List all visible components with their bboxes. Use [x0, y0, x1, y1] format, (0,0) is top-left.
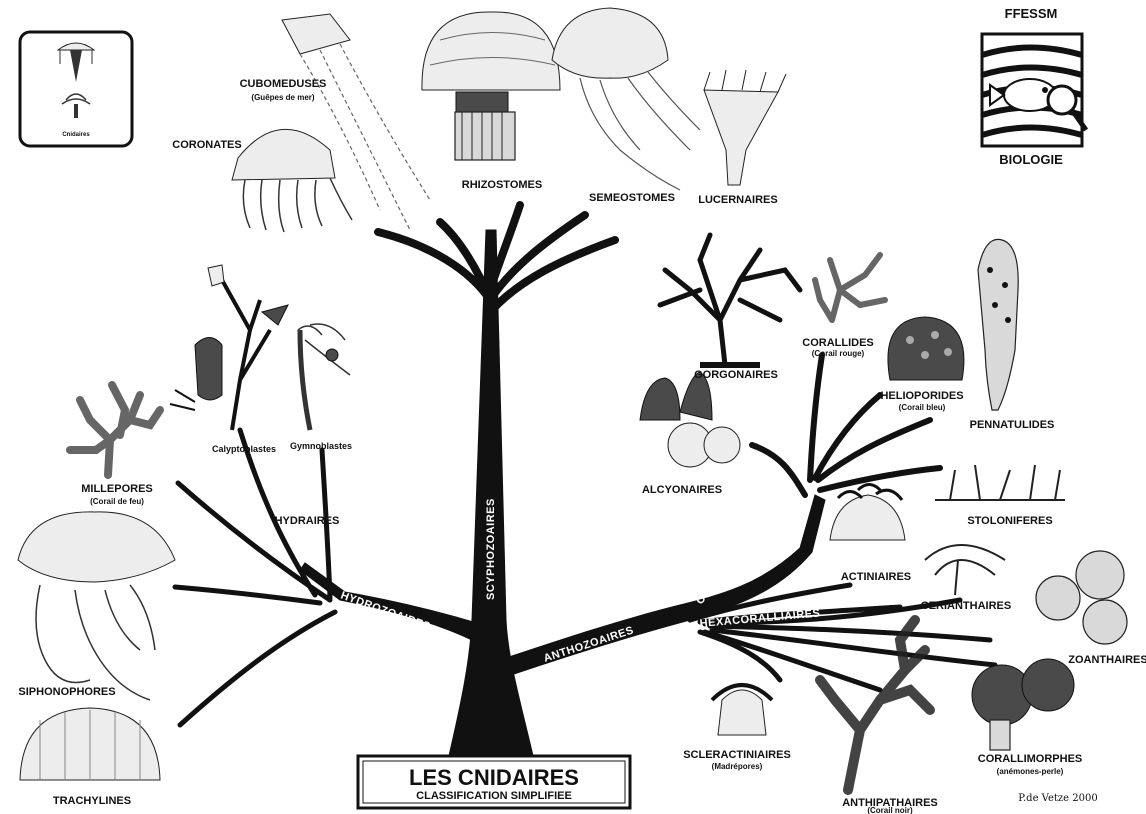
label-corallimorphes: CORALLIMORPHES	[978, 753, 1083, 765]
label-rhizostomes: RHIZOSTOMES	[462, 179, 542, 191]
pennatulides-illustration	[978, 239, 1018, 410]
label-helioporides: HELIOPORIDES	[880, 390, 963, 402]
label-alcyonaires: ALCYONAIRES	[642, 484, 722, 496]
gymnoblastes-illustration	[298, 324, 350, 430]
legend-box: Cnidaires	[20, 32, 132, 146]
label-trachylines: TRACHYLINES	[53, 795, 131, 807]
scleractiniaires-illustration	[712, 685, 772, 735]
helioporides-illustration	[888, 317, 964, 380]
label-scleractiniaires: SCLERACTINIAIRES	[683, 749, 791, 761]
trachylines-illustration	[20, 708, 160, 780]
signature: P.de Vetze 2000	[1018, 793, 1097, 804]
ffessm-logo: FFESSM BIOLOGIE	[982, 6, 1086, 167]
zoanthaires-illustration	[1036, 551, 1127, 644]
label-siphonophores: SIPHONOPHORES	[18, 686, 115, 698]
logo-bottom-text: BIOLOGIE	[999, 152, 1063, 167]
label-actiniaires: ACTINIAIRES	[841, 571, 911, 583]
logo-top-text: FFESSM	[1005, 6, 1058, 21]
label-zoanthaires: ZOANTHAIRES	[1068, 654, 1146, 666]
branch-label-scyphozoaires: SCYPHOZOAIRES	[485, 498, 497, 600]
label-corallides-sub: (Corail rouge)	[812, 349, 865, 358]
stoloniferes-illustration	[935, 465, 1065, 500]
cubomeduses-illustration	[282, 14, 430, 230]
cerianthaires-illustration	[925, 545, 1005, 595]
label-cubomeduses-sub: (Guêpes de mer)	[251, 93, 314, 102]
label-gymnoblastes: Gymnoblastes	[290, 441, 352, 451]
label-pennatulides: PENNATULIDES	[970, 419, 1055, 431]
actiniaires-illustration	[830, 484, 905, 540]
label-millepores-sub: (Corail de feu)	[90, 497, 144, 506]
label-cerianthaires: CERIANTHAIRES	[921, 600, 1011, 612]
corallimorphes-illustration	[972, 659, 1074, 750]
legend-label: Cnidaires	[62, 132, 90, 138]
coronates-illustration	[232, 129, 352, 232]
gorgonaires-illustration	[660, 235, 800, 365]
label-semeostomes: SEMEOSTOMES	[589, 192, 675, 204]
label-corallimorphes-sub: (anémones-perle)	[997, 767, 1064, 776]
corallides-illustration	[815, 255, 885, 320]
label-millepores: MILLEPORES	[81, 483, 153, 495]
label-antipathaires-sub: (Corail noir)	[867, 806, 913, 814]
lucernaires-illustration	[704, 70, 786, 185]
label-scleractiniaires-sub: (Madrépores)	[712, 762, 763, 771]
label-coronates: CORONATES	[172, 139, 241, 151]
label-gorgonaires: GORGONAIRES	[694, 369, 778, 381]
label-cubomeduses: CUBOMEDUSES	[240, 78, 327, 90]
calyptoblastes-illustration	[170, 265, 288, 430]
semeostomes-illustration	[552, 8, 700, 190]
title-main: LES CNIDAIRES	[409, 765, 579, 790]
rhizostomes-illustration	[422, 12, 560, 160]
label-hydraires: HYDRAIRES	[275, 515, 340, 527]
anthozoa-branch	[500, 495, 825, 676]
label-corallides: CORALLIDES	[802, 337, 874, 349]
label-helioporides-sub: (Corail bleu)	[899, 403, 946, 412]
siphonophores-illustration	[18, 512, 175, 700]
title-box: LES CNIDAIRES CLASSIFICATION SIMPLIFIEE	[358, 756, 630, 808]
title-sub: CLASSIFICATION SIMPLIFIEE	[416, 790, 572, 802]
millepores-illustration	[70, 385, 160, 475]
alcyonaires-illustration	[640, 372, 740, 467]
label-calyptoblastes: Calyptoblastes	[212, 444, 276, 454]
label-lucernaires: LUCERNAIRES	[698, 194, 777, 206]
label-stoloniferes: STOLONIFERES	[967, 515, 1052, 527]
phylogenetic-tree: HYDROZOAIRES SCYPHOZOAIRES ANTHOZOAIRES …	[175, 205, 995, 760]
